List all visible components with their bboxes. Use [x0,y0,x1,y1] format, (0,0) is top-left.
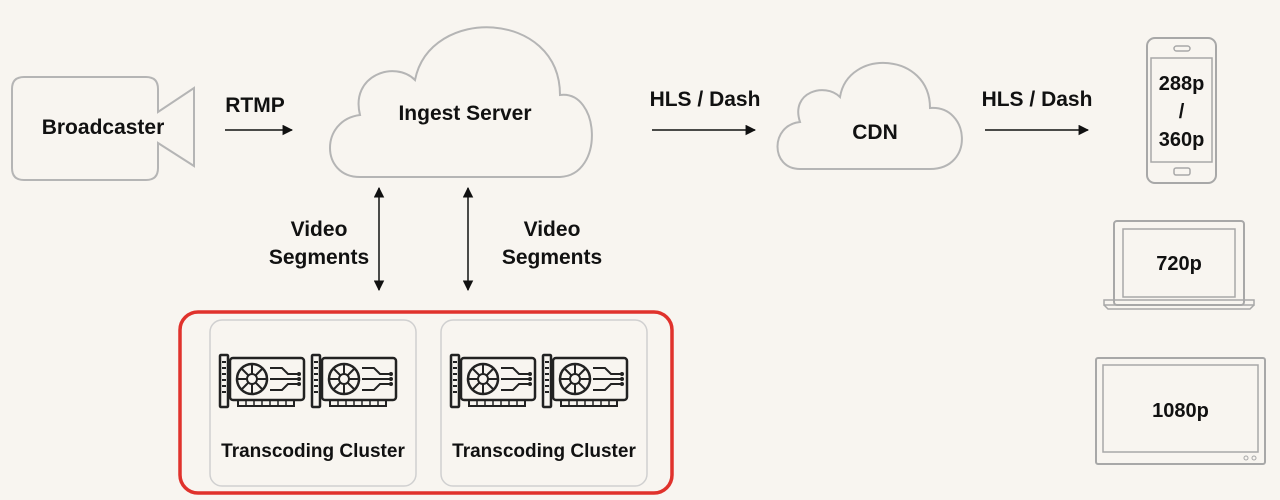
ingest-server-label: Ingest Server [398,102,532,125]
segments-label-left-line1: Video [290,218,348,241]
video-camera-icon [11,76,195,181]
hls-dash-label-1: HLS / Dash [649,88,761,111]
laptop-resolution-label: 720p [1156,253,1202,275]
laptop-icon [1103,220,1255,310]
tv-resolution-label: 1080p [1152,400,1209,422]
rtmp-label: RTMP [225,94,285,117]
segments-label-right: Video Segments [482,216,622,272]
cdn-label: CDN [852,121,898,144]
segments-label-right-line1: Video [523,218,581,241]
cluster-right-label: Transcoding Cluster [452,441,636,462]
smartphone-icon [1146,37,1217,184]
cloud-icon [329,26,593,178]
phone-resolution-label: 288p / 360p [1147,70,1216,154]
cloud-icon [776,62,963,170]
phone-resolution-line1: 288p [1158,73,1205,95]
segments-label-right-line2: Segments [501,246,603,269]
broadcaster-label: Broadcaster [41,116,165,139]
monitor-icon [1095,357,1266,465]
transcoding-highlight [178,310,674,495]
hls-dash-label-2: HLS / Dash [981,88,1093,111]
phone-resolution-line3: 360p [1158,129,1205,151]
segments-label-left: Video Segments [249,216,389,272]
phone-resolution-line2: / [1178,101,1185,123]
segments-label-left-line2: Segments [268,246,370,269]
cluster-left-label: Transcoding Cluster [221,441,405,462]
